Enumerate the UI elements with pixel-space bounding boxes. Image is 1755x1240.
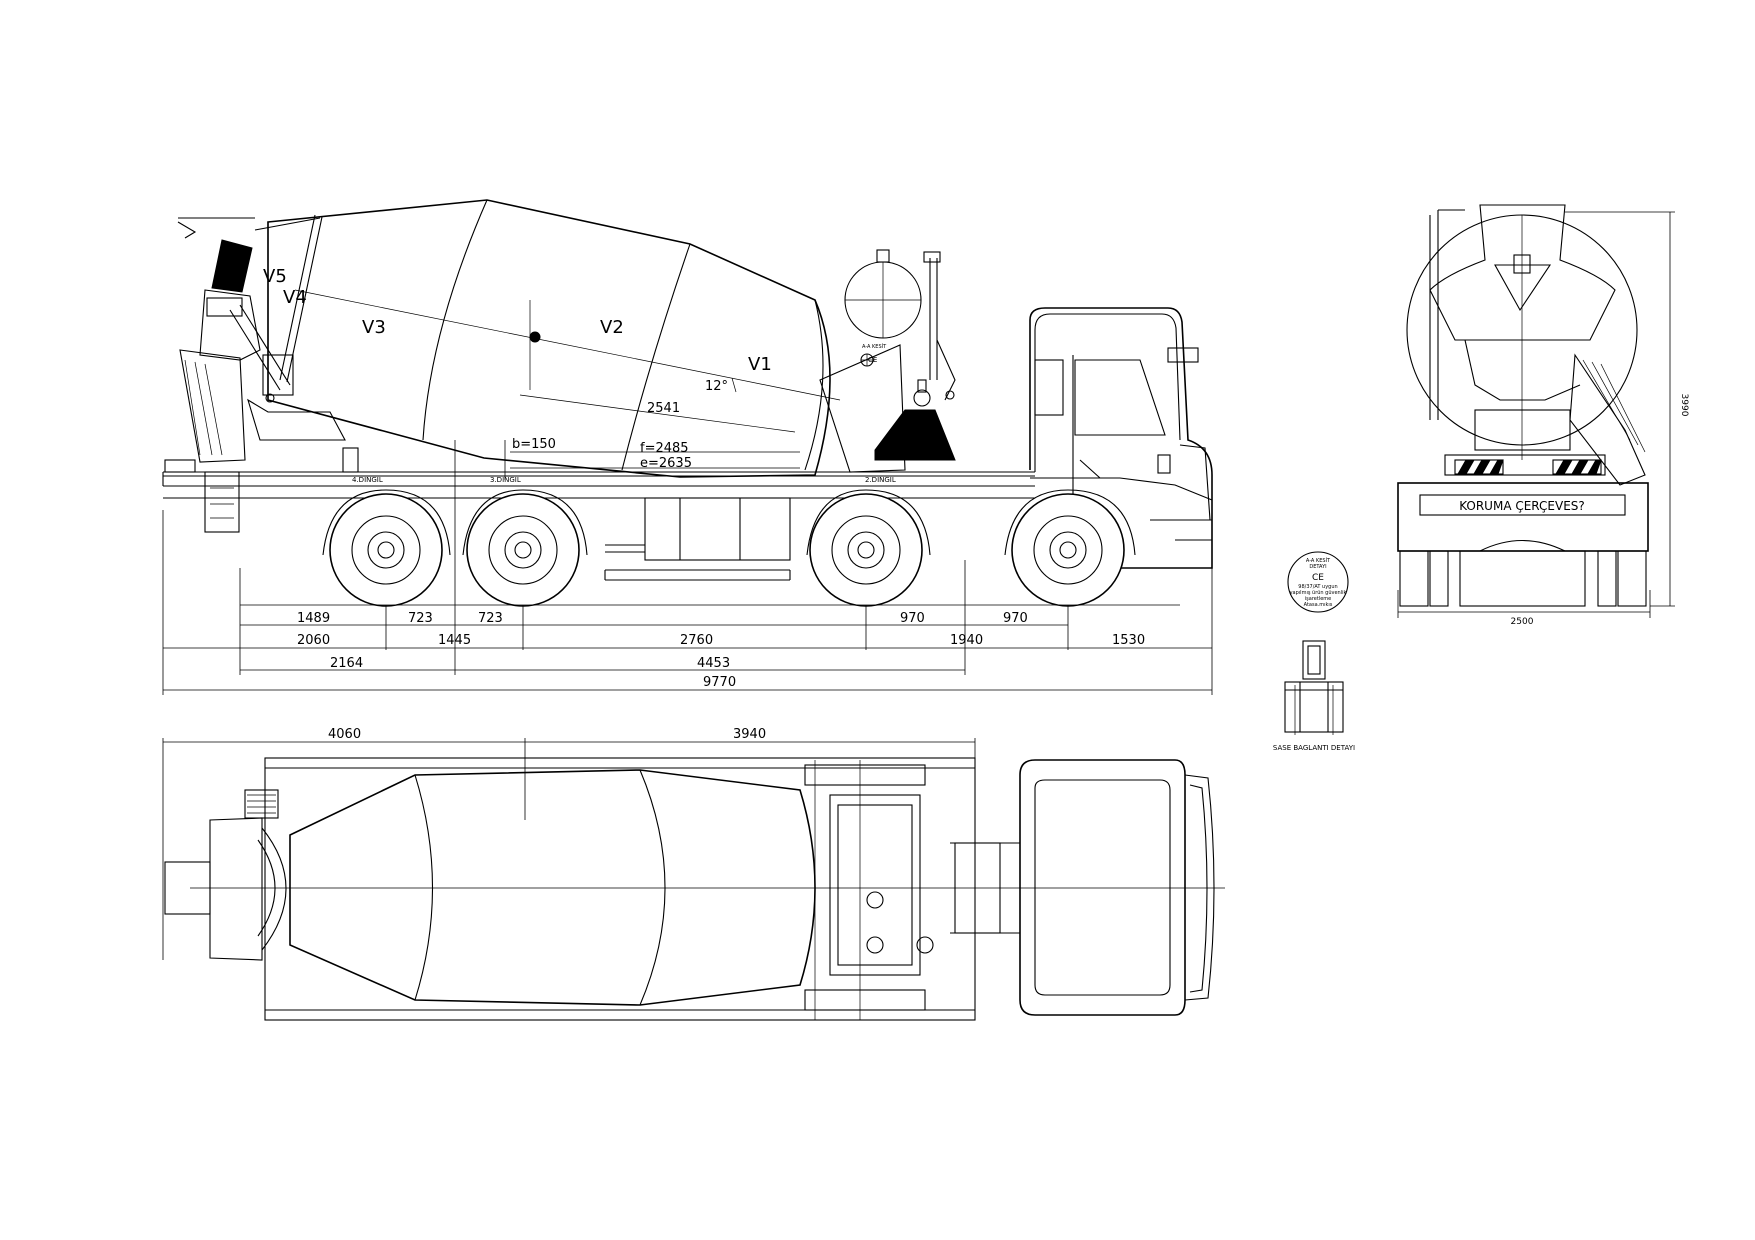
dim-3940: 3940 bbox=[733, 727, 766, 742]
drum-angle-label: 12° bbox=[705, 379, 728, 394]
dim-2541: 2541 bbox=[647, 401, 680, 416]
ce-mark: CE bbox=[1312, 573, 1324, 583]
volume-label-v2: V2 bbox=[600, 317, 624, 338]
dim-1445: 1445 bbox=[438, 633, 471, 648]
dim-2060: 2060 bbox=[297, 633, 330, 648]
volume-label-v3: V3 bbox=[362, 317, 386, 338]
ce-line2: DETAYI bbox=[1309, 564, 1326, 570]
ce-line1: A-A KESİT bbox=[1306, 557, 1331, 564]
dim-2760: 2760 bbox=[680, 633, 713, 648]
dim-2164: 2164 bbox=[330, 656, 363, 671]
ce-conformity-label: A-A KESİT DETAYI CE 98/37/AT uygun yapıl… bbox=[1287, 551, 1349, 613]
rear-view: KORUMA ÇERÇEVES? 2500 3990 bbox=[1397, 204, 1689, 627]
wheel-axle-2 bbox=[806, 489, 931, 607]
loading-hopper bbox=[177, 214, 359, 473]
dim-970a: 970 bbox=[900, 611, 925, 626]
dim-f2485: f=2485 bbox=[640, 441, 689, 456]
axle-label-4: 4.DINGIL bbox=[352, 476, 383, 484]
chassis-detail-title: SASE BAGLANTI DETAYI bbox=[1273, 744, 1355, 752]
ce-line6: Atasa.mıkıs bbox=[1304, 602, 1333, 608]
mixer-drum bbox=[267, 199, 841, 478]
volume-label-v1: V1 bbox=[748, 354, 772, 375]
dim-b150: b=150 bbox=[512, 437, 556, 452]
volume-label-v5: V5 bbox=[263, 266, 287, 287]
dim-723b: 723 bbox=[478, 611, 503, 626]
water-tank bbox=[844, 249, 922, 367]
axle-label-3: 3.DINGIL bbox=[490, 476, 521, 484]
ce-line4: yapılmış ürün güvenlik bbox=[1290, 590, 1347, 596]
side-dimensions bbox=[162, 440, 1213, 695]
dim-970b: 970 bbox=[1003, 611, 1028, 626]
axle-label-2: 2.DINGIL bbox=[865, 476, 896, 484]
dim-723a: 723 bbox=[408, 611, 433, 626]
side-view: A-A KESİT CE bbox=[162, 199, 1213, 695]
drive-plate-ce: CE bbox=[868, 356, 877, 364]
dim-9770: 9770 bbox=[703, 675, 736, 690]
dim-1940: 1940 bbox=[950, 633, 983, 648]
top-view: 4060 3940 bbox=[162, 727, 1225, 1021]
volume-label-v4: V4 bbox=[283, 287, 307, 308]
drive-plate-label: A-A KESİT bbox=[862, 343, 887, 350]
dim-4453: 4453 bbox=[697, 656, 730, 671]
ce-line5: işaretleme bbox=[1305, 596, 1331, 602]
dim-1489: 1489 bbox=[297, 611, 330, 626]
hazard-stripes-left bbox=[1454, 459, 1504, 475]
ce-line3: 98/37/AT uygun bbox=[1298, 584, 1337, 590]
drum-drive-frame: A-A KESİT CE bbox=[819, 251, 956, 473]
chassis-frame bbox=[162, 459, 1035, 533]
wheel-axle-3 bbox=[462, 489, 588, 607]
dim-4060: 4060 bbox=[328, 727, 361, 742]
rear-width-dim: 2500 bbox=[1511, 617, 1534, 627]
rear-height-dim: 3990 bbox=[1679, 394, 1689, 417]
rear-guard-label: KORUMA ÇERÇEVES? bbox=[1459, 499, 1585, 513]
wheel-axle-1 bbox=[1004, 489, 1136, 607]
hazard-stripes-right bbox=[1552, 459, 1602, 475]
dim-1530: 1530 bbox=[1112, 633, 1145, 648]
truck-cab bbox=[1029, 307, 1213, 569]
dim-e2635: e=2635 bbox=[640, 456, 692, 471]
chassis-connection-detail: SASE BAGLANTI DETAYI bbox=[1273, 640, 1355, 752]
fuel-tank bbox=[604, 497, 791, 581]
wheel-axle-4 bbox=[322, 489, 451, 607]
